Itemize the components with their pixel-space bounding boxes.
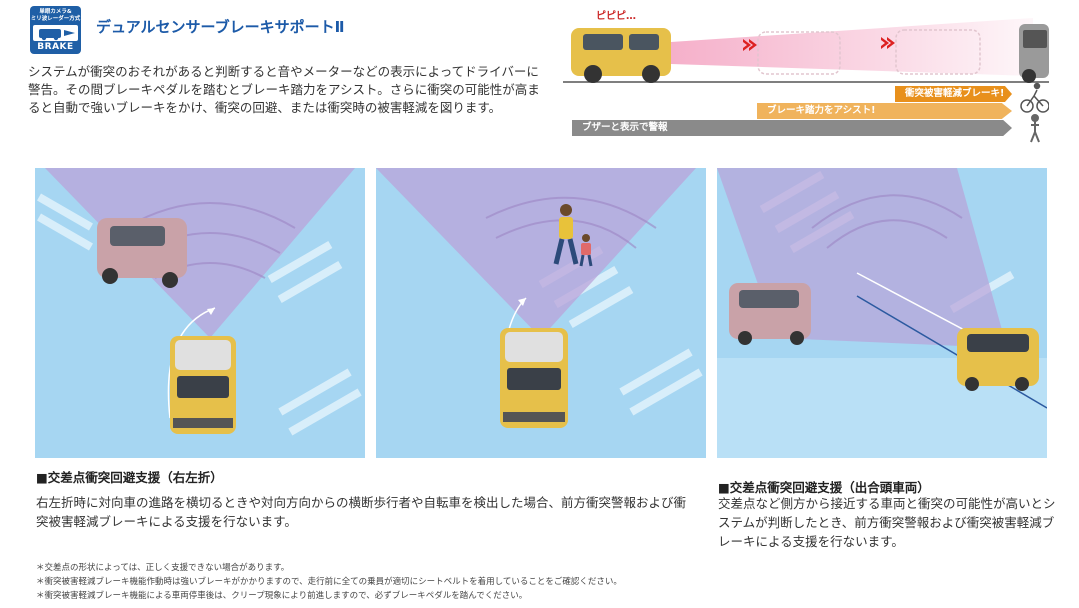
footnote: ＊交差点の形状によっては、正しく支援できない場合があります。 <box>36 563 290 573</box>
ghost-car-icons <box>757 29 981 75</box>
pedestrian-icon <box>1030 114 1040 143</box>
footnote: ＊衝突被害軽減ブレーキ機能による車両停車後は、クリープ現象により前進しますので、… <box>36 591 528 601</box>
pedestrian-child-icon <box>579 234 593 267</box>
section-heading-crossing: ■交差点衝突回避支援（出合頭車両） <box>718 480 930 495</box>
page-title: デュアルセンサーブレーキサポートⅡ <box>96 18 345 36</box>
section-body-crossing: 交差点など側方から接近する車両と衝突の可能性が高いとシステムが判断したとき、前方… <box>718 496 1056 549</box>
scene-right-turn-pedestrians <box>376 168 706 458</box>
logo-car-icon <box>33 25 78 41</box>
radar-waves <box>811 194 963 249</box>
pedestrian-adult-icon <box>553 204 579 265</box>
logo-label: BRAKE <box>37 42 74 52</box>
crosswalk <box>37 193 362 436</box>
stage-bar-assist: ブレーキ踏力をアシスト! <box>757 103 1012 119</box>
crossing-car-icon <box>729 283 811 345</box>
path-arrow-blue <box>856 295 1047 409</box>
beep-label: ピピピ… <box>596 11 636 22</box>
stage-bar-brake: 衝突被害軽減ブレーキ! <box>895 86 1012 102</box>
section-heading-right-left-turn: ■交差点衝突回避支援（右左折） <box>36 470 223 485</box>
sensor-beam <box>671 18 1033 76</box>
stage-bar-warning: ブザーと表示で警報 <box>572 120 1012 136</box>
sensor-cone <box>376 168 696 338</box>
intro-text: システムが衝突のおそれがあると判断すると音やメーターなどの表示によってドライバー… <box>28 64 540 115</box>
lead-car-icon <box>1019 24 1049 83</box>
bicycle-icon <box>1020 82 1049 113</box>
footnote: ＊衝突被害軽減ブレーキ機能作動時は強いブレーキがかかりますので、走行前に全ての乗… <box>36 577 622 587</box>
scene-right-turn-oncoming-car <box>35 168 365 458</box>
brake-logo: 単眼カメラ& ミリ波レーダー方式 BRAKE <box>30 6 81 54</box>
logo-text: 単眼カメラ& ミリ波レーダー方式 <box>30 9 81 23</box>
scene-crossing-vehicle <box>717 168 1047 458</box>
warning-chevron-icons <box>743 37 895 51</box>
oncoming-car-icon <box>97 218 187 288</box>
logo-line2: ミリ波レーダー方式 <box>30 16 81 22</box>
section-body-right-left-turn: 右左折時に対向車の進路を横切るときや対向方向からの横断歩行者や自転車を検出した場… <box>36 495 687 529</box>
sensor-cone <box>45 168 355 338</box>
own-car-icon <box>500 328 568 428</box>
own-car-icon <box>571 28 671 83</box>
own-car-icon <box>170 336 236 434</box>
logo-line1: 単眼カメラ& <box>39 9 72 15</box>
own-car-icon <box>957 328 1039 391</box>
